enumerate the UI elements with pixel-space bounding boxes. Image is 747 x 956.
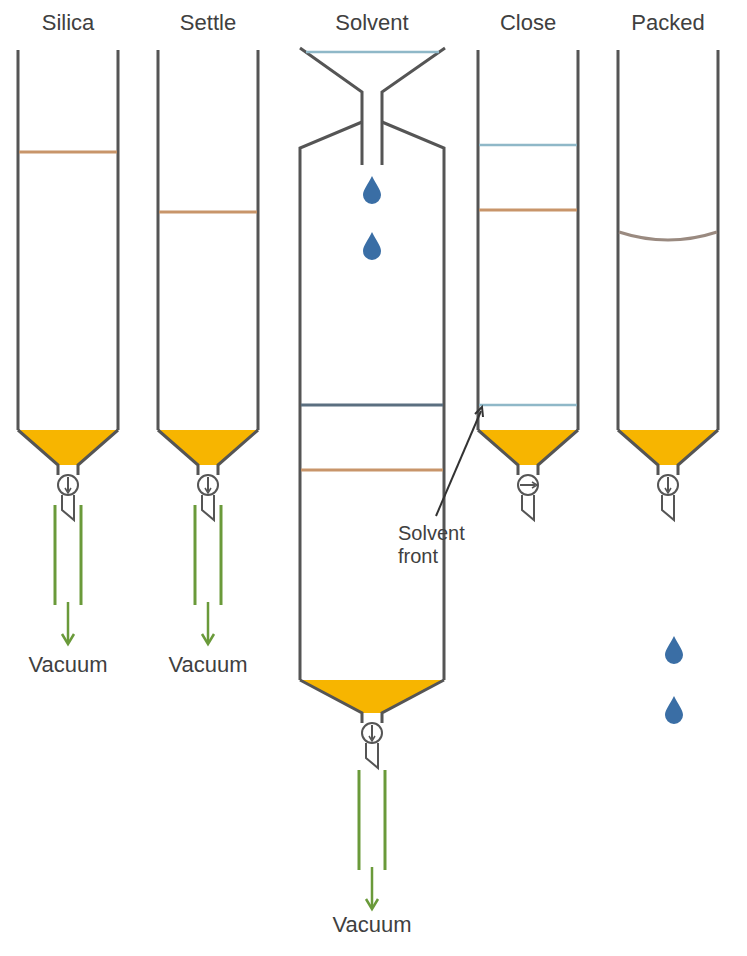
column-title: Settle <box>180 10 236 35</box>
close-column <box>478 50 578 520</box>
solvent-column <box>300 48 445 909</box>
leader-line <box>436 407 483 516</box>
column-title: Silica <box>42 10 95 35</box>
column-title: Close <box>500 10 556 35</box>
vacuum-label: Vacuum <box>168 652 247 677</box>
silica-column <box>18 50 118 644</box>
settle-column <box>158 50 258 644</box>
vacuum-label: Vacuum <box>28 652 107 677</box>
packed-column <box>618 50 718 724</box>
column-title: Solvent <box>335 10 408 35</box>
column-title: Packed <box>631 10 704 35</box>
vacuum-label: Vacuum <box>332 912 411 937</box>
solvent-front-label: Solvent front <box>398 522 476 568</box>
